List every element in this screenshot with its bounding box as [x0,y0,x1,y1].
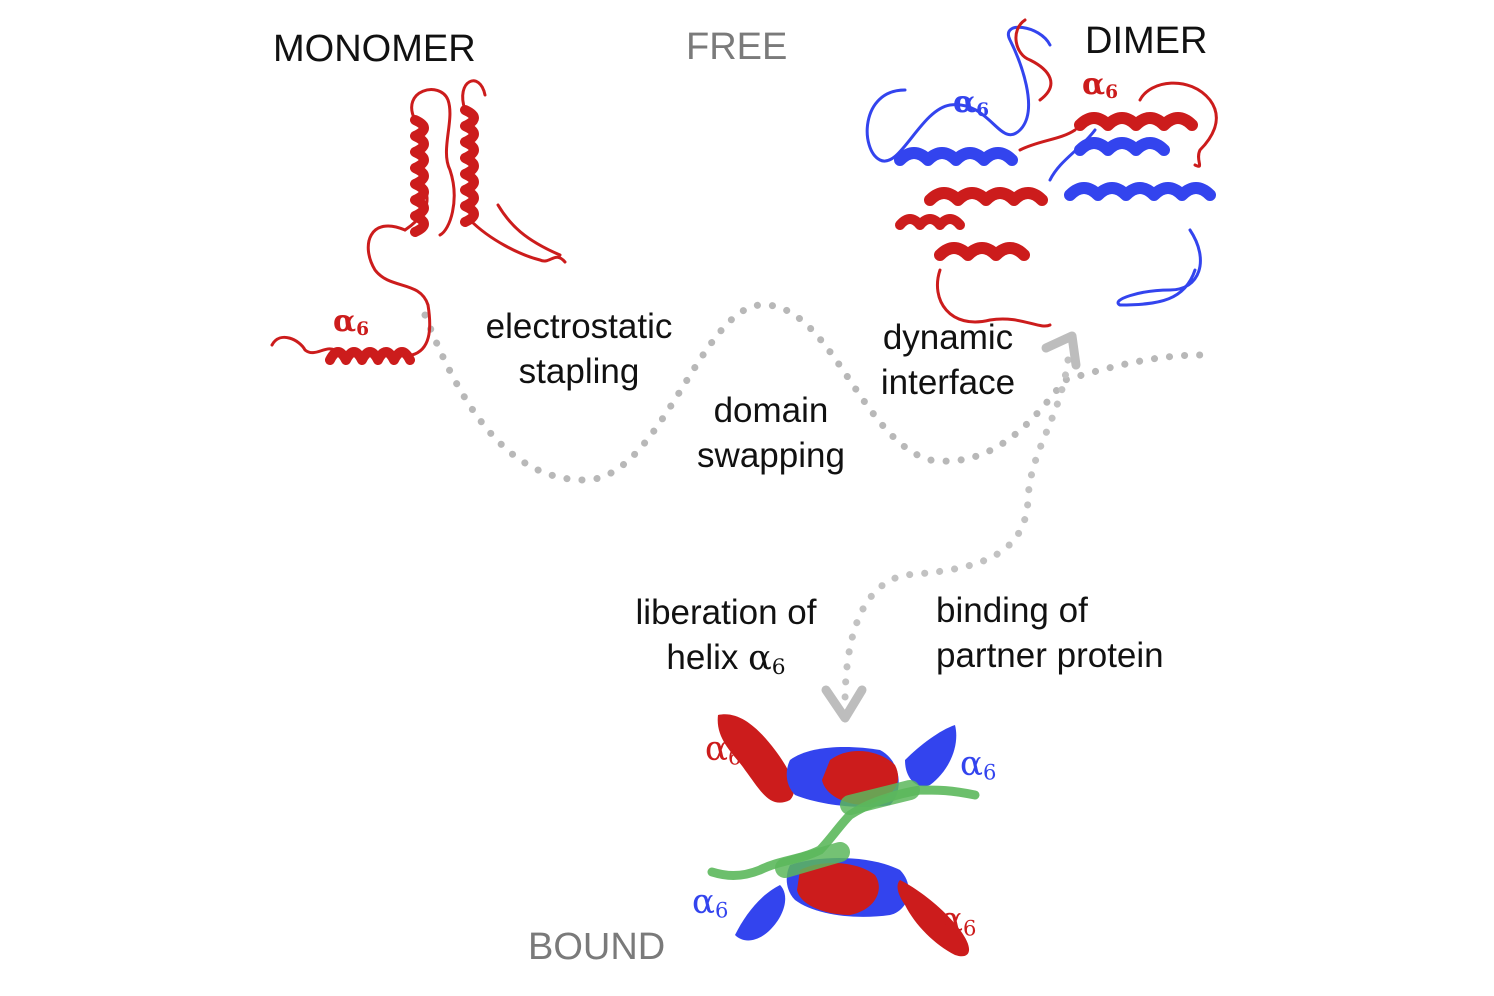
bound-partner-protein [707,785,980,880]
arrowhead-down-icon [821,685,867,723]
helix-line: helix α6 [615,635,837,690]
stapling-line: stapling [518,352,640,391]
bound-label: BOUND [528,926,666,968]
domain-line: domain [713,391,829,430]
monomer-alpha6-label: α6 [333,304,370,341]
free-energy-curve [421,301,1204,484]
binding-line: binding of [936,591,1088,630]
monomer-structure [270,79,567,365]
electrostatic-stapling-label: electrostatic stapling [468,304,690,394]
liberation-label: liberation of helix α6 [615,590,837,690]
bound-lower-blue-alpha6-label: α6 [692,882,729,923]
domain-swapping-label: domain swapping [680,388,862,478]
dimer-structure [865,18,1218,328]
binding-pathway [841,356,1072,709]
dimer-red-alpha6-label: α6 [1082,67,1119,104]
bound-red-arm-upper-left [717,714,795,803]
bound-lower-red-alpha6-label: α6 [940,900,977,941]
electrostatic-line: electrostatic [485,307,673,346]
dynamic-interface-label: dynamic interface [860,315,1036,405]
dimer-label: DIMER [1085,20,1208,62]
interface-line: interface [880,363,1016,402]
bound-upper-blue-alpha6-label: α6 [960,744,997,785]
bound-partner-helix-lower [775,842,850,878]
arrowhead-up-icon [1041,331,1081,370]
bound-upper-red-alpha6-label: α6 [705,729,742,770]
dynamic-line: dynamic [882,318,1014,357]
bound-red-core-lower [797,863,879,915]
partner-protein-line: partner protein [936,636,1164,675]
bound-red-arm-lower-right [897,880,970,957]
free-label: FREE [686,26,788,68]
liberation-line: liberation of [635,593,817,632]
helix-alpha6: α6 [748,638,786,680]
dimer-blue-alpha6-label: α6 [953,85,990,122]
helix-word: helix [666,638,739,677]
bound-complex [707,714,980,957]
binding-label: binding of partner protein [936,588,1208,678]
monomer-label: MONOMER [273,28,476,70]
bound-partner-helix-upper [840,780,920,815]
bound-blue-arm-lower-left [735,885,786,941]
swapping-line: swapping [697,436,845,475]
bound-blue-arm-upper-right [905,725,957,787]
